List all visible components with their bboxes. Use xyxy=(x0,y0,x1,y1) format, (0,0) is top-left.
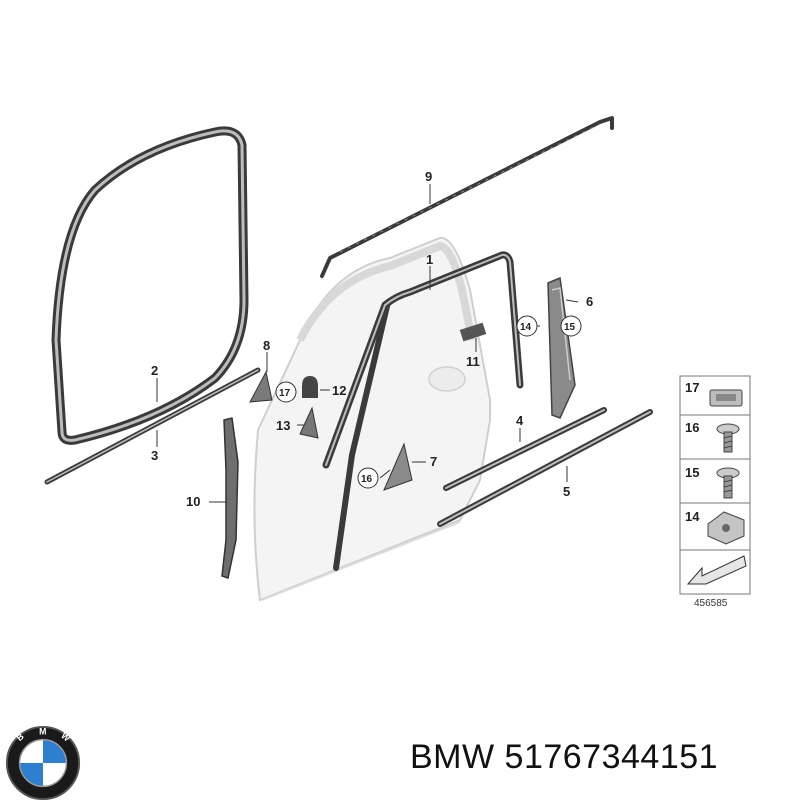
callout-3: 3 xyxy=(151,448,158,463)
callout-10: 10 xyxy=(186,494,200,509)
callout-11: 11 xyxy=(466,354,480,369)
bmw-logo: B M W xyxy=(5,725,81,801)
clip-icon xyxy=(709,389,743,407)
hinge-pillar-strip xyxy=(221,417,239,579)
part-13-triangle xyxy=(299,406,319,439)
callout-5: 5 xyxy=(563,484,570,499)
screw-icon xyxy=(716,467,740,499)
diagram-reference-number: 456585 xyxy=(694,598,728,609)
svg-text:M: M xyxy=(39,727,46,737)
callout-13: 13 xyxy=(276,418,290,433)
svg-text:B: B xyxy=(14,731,25,743)
callout-8: 8 xyxy=(263,338,270,353)
part-8-trim xyxy=(249,370,273,403)
part-11-block xyxy=(459,322,487,342)
nut-clip-icon xyxy=(707,511,745,545)
part-7-triangle xyxy=(383,442,413,491)
circled-callouts: 17 14 15 16 xyxy=(275,315,582,489)
brand-name: BMW xyxy=(410,738,495,776)
arrow-icon xyxy=(686,555,747,585)
b-pillar-trim xyxy=(547,276,576,419)
part-12-cap xyxy=(302,376,318,398)
window-frame-seal xyxy=(322,251,524,571)
callout-7: 7 xyxy=(430,454,437,469)
legend-number-17: 17 xyxy=(685,380,699,395)
callout-1: 1 xyxy=(426,252,433,267)
door-frame-seal xyxy=(51,126,249,445)
fastener-legend: 17 16 15 14 xyxy=(679,375,751,595)
inner-belt-strip xyxy=(443,407,607,491)
circled-callout-14: 14 xyxy=(520,322,532,333)
screw-icon xyxy=(716,423,740,453)
circled-callout-16: 16 xyxy=(361,474,373,485)
outer-belt-strip xyxy=(437,409,653,527)
callout-4: 4 xyxy=(516,413,524,428)
callout-2: 2 xyxy=(151,363,158,378)
callout-12: 12 xyxy=(332,383,346,398)
sill-strip xyxy=(44,367,261,485)
legend-number-15: 15 xyxy=(685,465,699,480)
product-caption: BMW 51767344151 xyxy=(410,738,718,777)
part-number: 51767344151 xyxy=(504,738,719,776)
circled-callout-15: 15 xyxy=(564,322,576,333)
leader-lines xyxy=(156,184,579,503)
callout-labels: 1 2 3 4 5 6 7 8 9 10 11 12 13 xyxy=(151,169,593,509)
callout-6: 6 xyxy=(586,294,593,309)
roof-trim-strip xyxy=(320,116,614,278)
callout-9: 9 xyxy=(425,169,432,184)
legend-number-14: 14 xyxy=(685,509,700,524)
circled-callout-17: 17 xyxy=(279,388,291,399)
legend-number-16: 16 xyxy=(685,420,699,435)
